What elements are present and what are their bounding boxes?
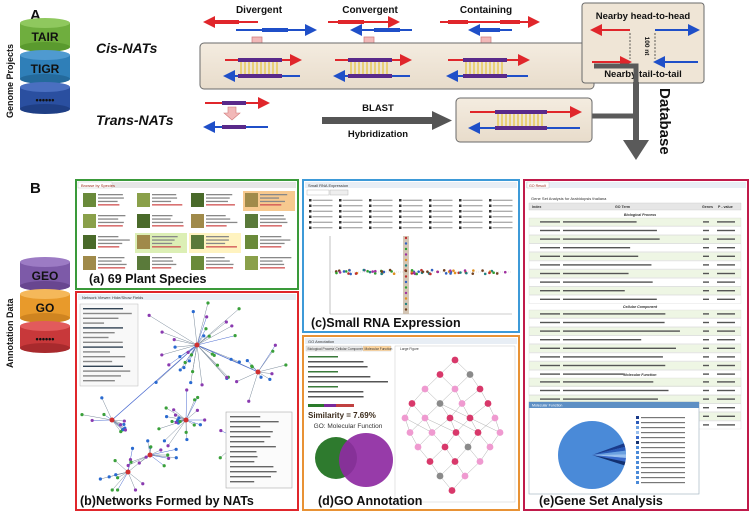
db-cylinder-geo: GEO [20, 257, 70, 291]
gs-col-genes: Genes [702, 205, 713, 209]
db-cylinder-go: GO [20, 289, 70, 323]
small-rna-panel: Small RNA Expression (c)Small RNA Expres… [302, 179, 520, 333]
gene-set-panel: GO Result Gene Set Analysis for Arabidop… [523, 179, 749, 511]
go-panel: GO Annotation Biological Process Cellula… [302, 335, 520, 511]
species-thumbnail[interactable] [245, 256, 258, 270]
go-tab-mf[interactable]: Molecular Function [365, 347, 393, 351]
trans-nats-label: Trans-NATs [96, 112, 174, 128]
gs-section-cc: Cellular Component [623, 305, 658, 309]
gs-subtitle: Gene Set Analysis for Arabidopsis thalia… [531, 196, 607, 201]
orientation-convergent: Convergent [342, 5, 398, 16]
panel-b-letter: B [30, 180, 41, 197]
cis-nats-box [199, 42, 595, 90]
venn-title: GO: Molecular Function [314, 423, 383, 430]
caption-go: (d)GO Annotation [318, 494, 422, 508]
panel-a-letter: A [30, 7, 41, 24]
go-tab-bp[interactable]: Biological Process [308, 347, 335, 351]
species-thumbnail[interactable] [137, 256, 150, 270]
networks-panel: Network Viewer: Hide/Show Fields (b)Netw… [75, 291, 299, 511]
orientation-divergent: Divergent [236, 5, 283, 16]
species-thumbnail[interactable] [245, 214, 258, 228]
gs-section-bp: Biological Process [624, 213, 656, 217]
species-thumbnail[interactable] [191, 214, 204, 228]
trans-nats-box [455, 97, 593, 143]
network-graph [80, 301, 288, 492]
db-label-tigr: TIGR [31, 62, 60, 76]
genome-projects-label: Genome Projects [5, 44, 15, 118]
species-thumbnail[interactable] [83, 193, 96, 207]
db-label-more: •••••• [36, 95, 55, 105]
rna-sample-legend [309, 199, 513, 229]
db-cylinder-tigr: TIGR [20, 50, 70, 84]
cis-pair-3 [446, 54, 530, 82]
rna-header: Small RNA Expression [308, 183, 348, 188]
genome-db-stack: TAIR TIGR •••••• [20, 18, 70, 114]
blast-arrow [322, 111, 452, 130]
species-grid [83, 191, 295, 270]
gs-col-term: GO Term [615, 205, 630, 209]
go-similarity: Similarity = 7.69% [308, 411, 376, 420]
go-tab-cc[interactable]: Cellular Component [336, 347, 365, 351]
annotation-data-label: Annotation Data [5, 298, 15, 368]
cis-nats-label: Cis-NATs [96, 40, 158, 56]
gs-col-pvalue: P - value [718, 205, 733, 209]
caption-gene-set: (e)Gene Set Analysis [539, 494, 663, 508]
db-cylinder-more-b: •••••• [20, 321, 70, 353]
nearby-genes [590, 24, 700, 68]
species-thumbnail[interactable] [245, 193, 258, 207]
species-thumbnail[interactable] [137, 214, 150, 228]
go-header: GO Annotation [308, 339, 334, 344]
convergent-gene-pair [328, 16, 412, 36]
go-pie-chart [558, 421, 626, 489]
orientation-containing: Containing [460, 5, 512, 16]
species-thumbnail[interactable] [245, 235, 258, 249]
trans-pair [468, 106, 582, 134]
gap-label: 100 nt [643, 37, 650, 57]
db-label-tair: TAIR [31, 30, 58, 44]
go-term-graph [401, 356, 504, 494]
gs-header[interactable]: GO Result [529, 184, 546, 188]
cis-pair-1 [223, 54, 302, 82]
species-thumbnail[interactable] [83, 214, 96, 228]
database-label: Database [656, 88, 673, 155]
species-thumbnail[interactable] [83, 235, 96, 249]
gs-table [528, 217, 742, 430]
db-label-go: GO [36, 301, 55, 315]
species-panel: Browse by Species (a) 69 Plant Species [75, 179, 299, 290]
db-cylinder-tair: TAIR [20, 18, 70, 52]
annotation-db-stack: GEO GO •••••• [20, 257, 70, 353]
species-thumbnail[interactable] [191, 256, 204, 270]
caption-species: (a) 69 Plant Species [89, 272, 206, 286]
trans-gene-pair [203, 97, 270, 133]
gs-section-mf: Molecular Function [624, 373, 658, 377]
species-thumbnail[interactable] [83, 256, 96, 270]
caption-networks: (b)Networks Formed by NATs [80, 494, 254, 508]
cis-to-db-connector [594, 63, 639, 82]
species-thumbnail[interactable] [191, 193, 204, 207]
db-label-more-b: •••••• [36, 334, 55, 344]
divergent-gene-pair [203, 16, 317, 36]
cis-pair-2 [333, 54, 412, 82]
go-graph-tab[interactable]: Large Figure [400, 347, 419, 351]
nearby-tail-to-tail-label: Nearby tail-to-tail [604, 69, 682, 80]
venn-circle-b [339, 433, 393, 487]
species-header: Browse by Species [81, 183, 115, 188]
db-label-geo: GEO [32, 269, 59, 283]
network-header: Network Viewer: Hide/Show Fields [82, 295, 143, 300]
caption-small-rna: (c)Small RNA Expression [311, 316, 461, 330]
database-arrow-head [623, 140, 649, 160]
nearby-head-to-head-label: Nearby head-to-head [596, 11, 691, 22]
hybridization-label: Hybridization [348, 129, 408, 140]
gs-col-index: Index [532, 205, 541, 209]
species-thumbnail[interactable] [137, 193, 150, 207]
rna-plot-area [329, 236, 512, 315]
species-thumbnail[interactable] [137, 235, 150, 249]
db-cylinder-more: •••••• [20, 82, 70, 114]
blast-label: BLAST [362, 103, 394, 114]
species-thumbnail[interactable] [191, 235, 204, 249]
containing-gene-pair [440, 16, 540, 36]
pie-title: Molecular Function [532, 404, 562, 408]
